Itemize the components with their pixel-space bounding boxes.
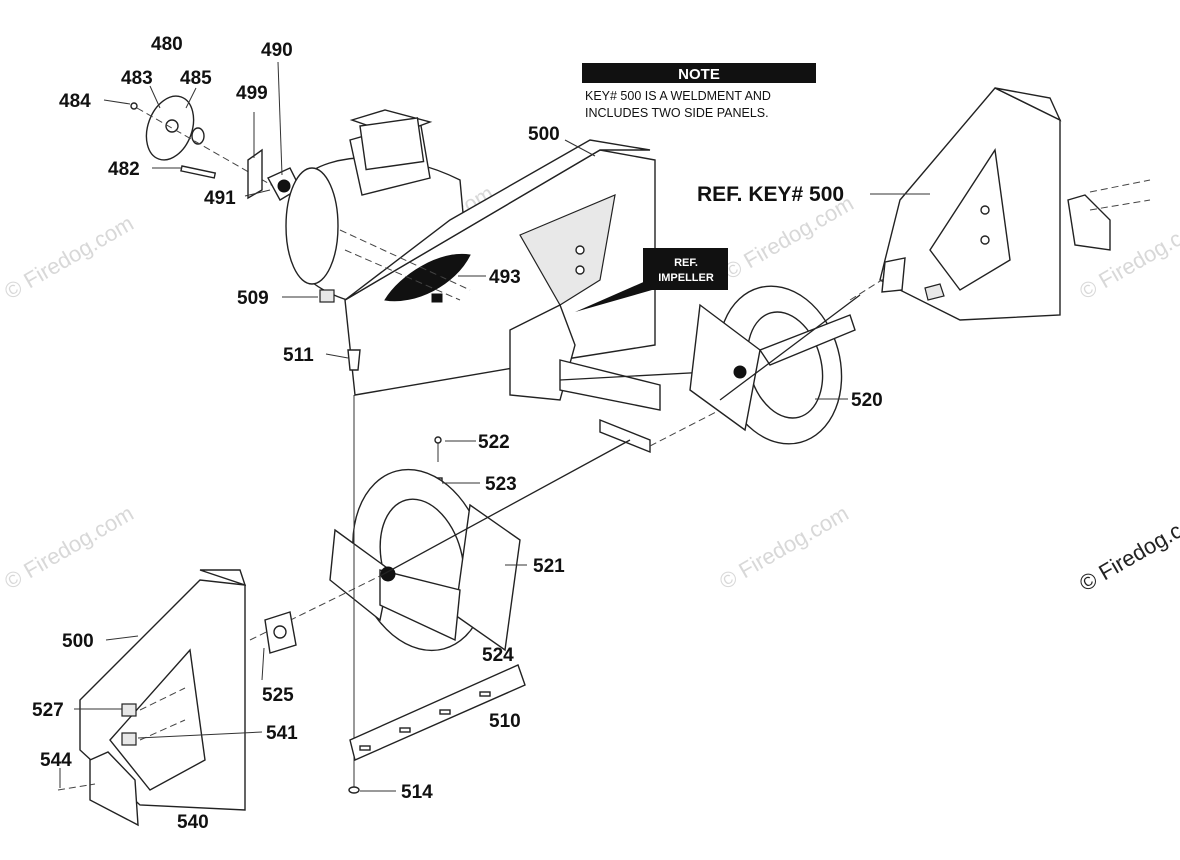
left-side-panel-500 (79, 569, 297, 811)
label-483: 483 (121, 68, 153, 89)
chute-plate-480 (130, 95, 281, 191)
bolts-493 (339, 229, 471, 303)
label-511: 511 (283, 345, 314, 366)
label-484: 484 (59, 91, 91, 112)
ref-impeller-callout: REF. IMPELLER (575, 248, 728, 312)
right-side-panel (849, 87, 1151, 321)
label-500-top: 500 (528, 124, 560, 145)
label-514: 514 (401, 782, 433, 803)
label-525: 525 (262, 685, 294, 706)
ref-impeller-line-2: IMPELLER (658, 272, 714, 284)
label-540: 540 (177, 812, 209, 833)
label-541: 541 (266, 723, 298, 744)
auger-521 (249, 439, 631, 652)
label-520: 520 (851, 390, 883, 411)
nut-509 (319, 289, 335, 303)
watermark: © Firedog.com (715, 500, 853, 594)
leader-lines (59, 61, 930, 792)
shave-plate-510 (349, 664, 526, 761)
label-480: 480 (151, 34, 183, 55)
pin-482 (180, 165, 217, 179)
ref-impeller-line-1: REF. (674, 257, 698, 269)
label-485: 485 (180, 68, 212, 89)
note-header-bar (582, 63, 816, 83)
screw-511 (347, 349, 361, 371)
label-523: 523 (485, 474, 517, 495)
part-labels: 480 483 485 484 490 499 482 491 500 493 … (32, 34, 883, 833)
note-box: NOTE KEY# 500 IS A WELDMENT AND INCLUDES… (582, 63, 816, 120)
watermark: © Firedog.com (1075, 502, 1180, 596)
label-491: 491 (204, 188, 236, 209)
label-509: 509 (237, 288, 269, 309)
label-544: 544 (40, 750, 72, 771)
washer-514 (348, 786, 360, 794)
label-493: 493 (489, 267, 521, 288)
label-499: 499 (236, 83, 268, 104)
label-524: 524 (482, 645, 514, 666)
watermark: © Firedog.com (0, 210, 138, 304)
auger-520 (689, 285, 861, 445)
label-527: 527 (32, 700, 64, 721)
label-521: 521 (533, 556, 565, 577)
auger-housing-500 (344, 139, 656, 396)
bolts-527-541 (121, 687, 186, 746)
bolt-522 (434, 436, 442, 462)
watermark: © Firedog.com (0, 500, 138, 594)
note-line-2: INCLUDES TWO SIDE PANELS. (585, 106, 769, 120)
label-500-left: 500 (62, 631, 94, 652)
note-line-1: KEY# 500 IS A WELDMENT AND (585, 89, 771, 103)
label-482: 482 (108, 159, 140, 180)
impeller-shaft-assembly (509, 304, 746, 454)
note-title: NOTE (678, 66, 720, 83)
label-522: 522 (478, 432, 510, 453)
label-ref-key-500: REF. KEY# 500 (697, 183, 844, 206)
label-490: 490 (261, 40, 293, 61)
skid-540 (57, 751, 139, 827)
label-510: 510 (489, 711, 521, 732)
